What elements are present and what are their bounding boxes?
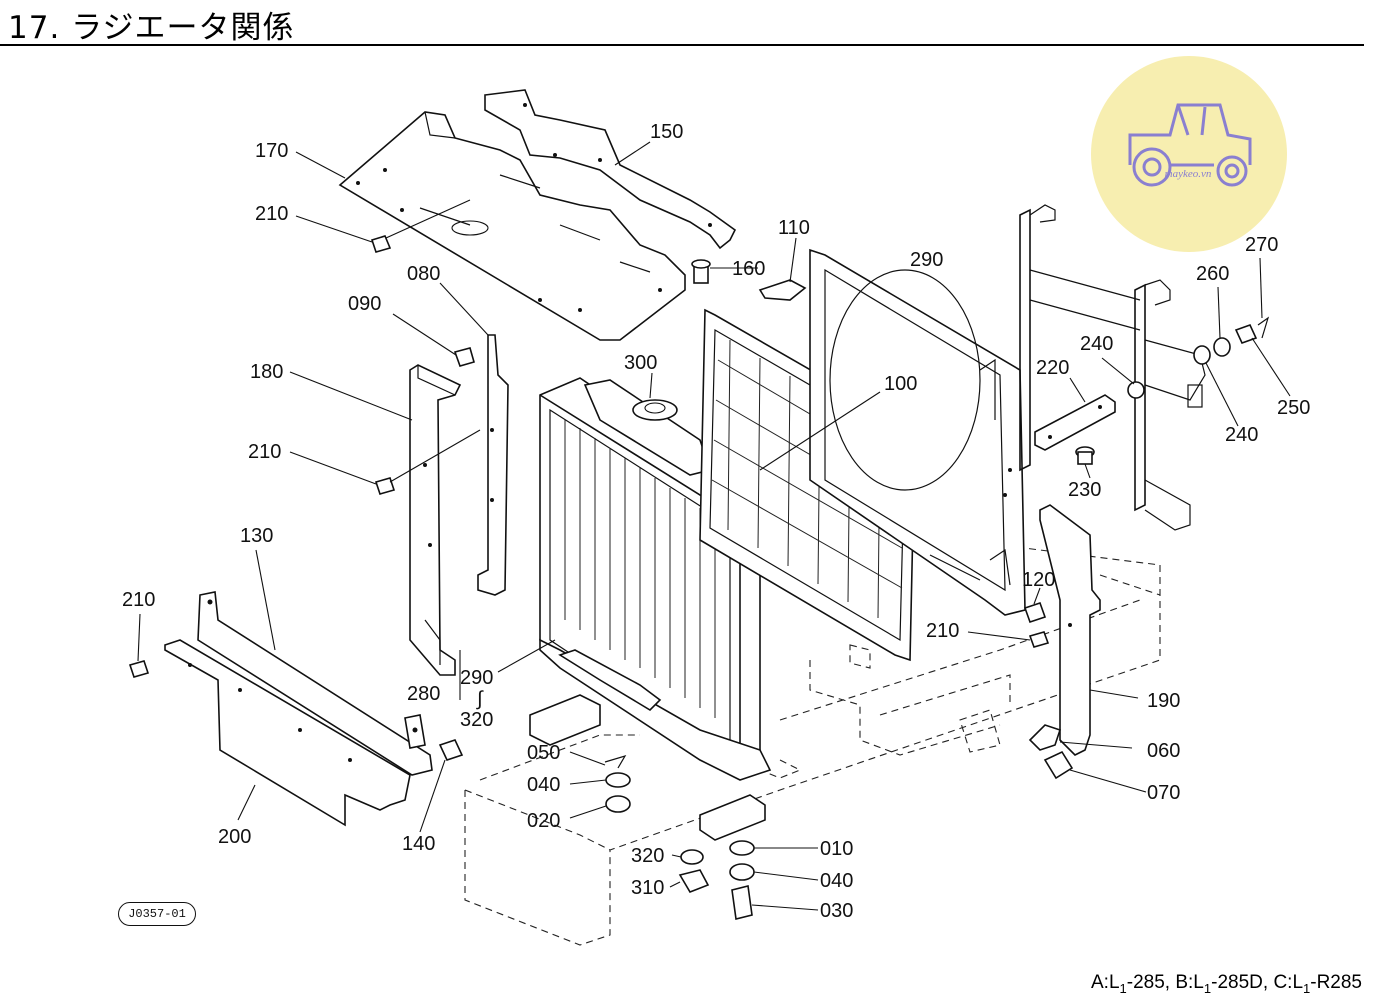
callout-190: 190 xyxy=(1147,690,1180,712)
callout-120: 120 xyxy=(1022,569,1055,591)
callout-130: 130 xyxy=(240,525,273,547)
callout-240-bottom: 240 xyxy=(1225,424,1258,446)
callout-200: 200 xyxy=(218,826,251,848)
callout-040-left: 040 xyxy=(527,774,560,796)
callout-070: 070 xyxy=(1147,782,1180,804)
tractor-logo-icon xyxy=(1091,56,1287,252)
callout-320-range: 320 xyxy=(460,709,493,731)
callout-250: 250 xyxy=(1277,397,1310,419)
callout-080: 080 xyxy=(407,263,440,285)
engine-base-outline xyxy=(464,544,1161,946)
leader-lines xyxy=(137,141,1291,911)
callout-090: 090 xyxy=(348,293,381,315)
callout-range-tilde: ∫ xyxy=(476,688,484,710)
callout-320-bottom: 320 xyxy=(631,845,664,867)
part-190-right-stay xyxy=(1039,504,1101,756)
callout-310: 310 xyxy=(631,877,664,899)
part-220-stay-bracket xyxy=(1034,394,1116,451)
part-180-left-side-plate xyxy=(409,364,462,676)
model-codes: A:L1-285, B:L1-285D, C:L1-R285 xyxy=(1091,972,1362,996)
part-right-frame xyxy=(1019,204,1206,531)
fasteners xyxy=(128,235,1270,920)
part-290-fan-shroud xyxy=(809,248,1026,616)
callout-210-left: 210 xyxy=(122,589,155,611)
part-150-top-bracket xyxy=(484,89,737,250)
part-080-stay xyxy=(477,334,509,596)
callout-260: 260 xyxy=(1196,263,1229,285)
callout-210-top: 210 xyxy=(255,203,288,225)
callout-290-range: 290 xyxy=(460,667,493,689)
callout-230: 230 xyxy=(1068,479,1101,501)
part-170-top-cover-plate xyxy=(338,111,686,341)
model-a-prefix: A:L xyxy=(1091,972,1120,993)
model-c-suffix: -R285 xyxy=(1310,972,1362,993)
part-130-lower-bracket xyxy=(197,591,433,776)
callout-060: 060 xyxy=(1147,740,1180,762)
callout-270: 270 xyxy=(1245,234,1278,256)
callout-280: 280 xyxy=(407,683,440,705)
model-b-sub: 1 xyxy=(1203,980,1212,996)
model-b-suffix: -285D, xyxy=(1211,972,1274,993)
callout-240-top: 240 xyxy=(1080,333,1113,355)
page-title: 17. ラジエータ関係 xyxy=(8,10,295,46)
callout-160: 160 xyxy=(732,258,765,280)
callout-290-top: 290 xyxy=(910,249,943,271)
callout-110: 110 xyxy=(778,217,810,239)
drawing-code-badge: J0357-01 xyxy=(118,902,196,926)
model-c-sub: 1 xyxy=(1303,980,1311,996)
callout-100: 100 xyxy=(884,373,917,395)
callout-040-right: 040 xyxy=(820,870,853,892)
model-a-sub: 1 xyxy=(1119,980,1127,996)
callout-210-right: 210 xyxy=(926,620,959,642)
part-200-lower-plate xyxy=(164,639,411,827)
callout-170: 170 xyxy=(255,140,288,162)
callout-150: 150 xyxy=(650,121,683,143)
callout-210-mid: 210 xyxy=(248,441,281,463)
logo-text: maykeo.vn xyxy=(1164,168,1212,180)
callout-180: 180 xyxy=(250,361,283,383)
model-a-suffix: -285, xyxy=(1126,972,1176,993)
callout-140: 140 xyxy=(402,833,435,855)
callout-050: 050 xyxy=(527,742,560,764)
model-c-prefix: C:L xyxy=(1273,972,1304,993)
callout-labels: 170 150 210 160 110 290 270 080 090 260 … xyxy=(122,121,1310,922)
callout-030: 030 xyxy=(820,900,853,922)
title-rule xyxy=(0,44,1364,46)
model-b-prefix: B:L xyxy=(1175,972,1204,993)
callout-300: 300 xyxy=(624,352,657,374)
callout-220: 220 xyxy=(1036,357,1069,379)
callout-020: 020 xyxy=(527,810,560,832)
callout-010: 010 xyxy=(820,838,853,860)
